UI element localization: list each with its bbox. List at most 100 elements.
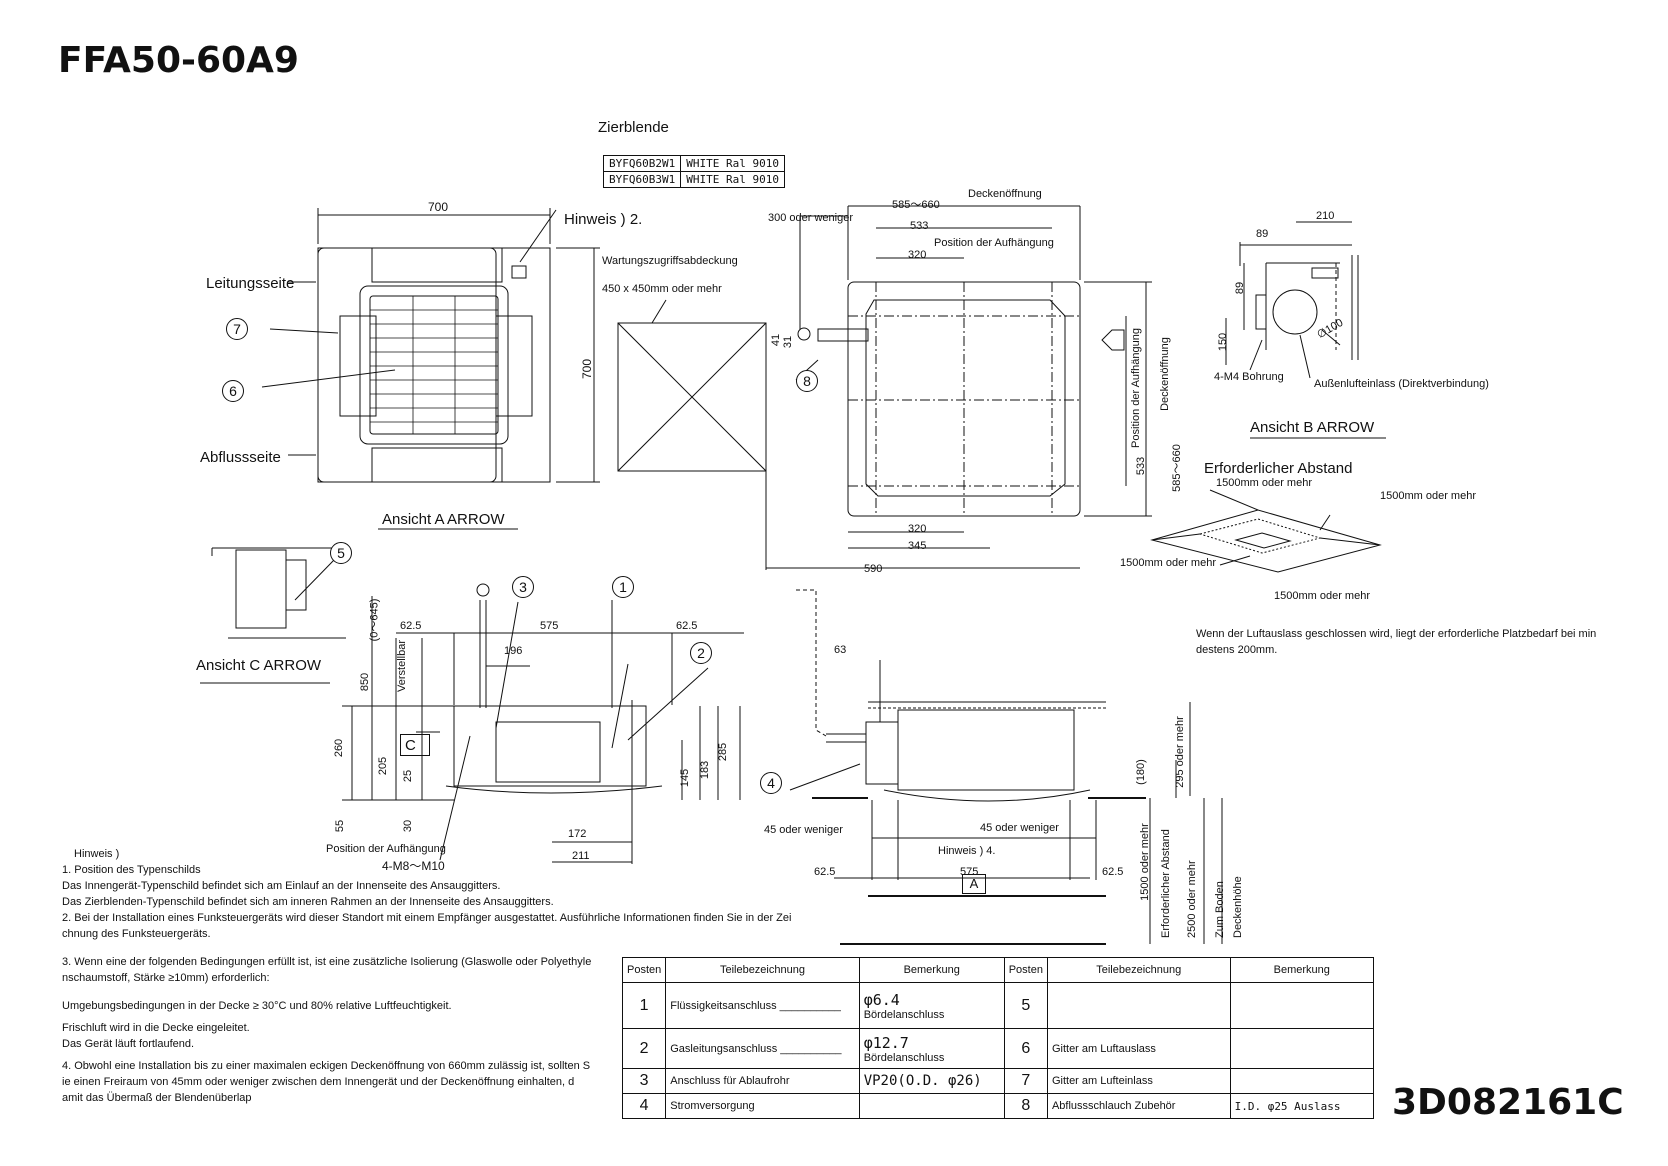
view-a-caption: Ansicht A ARROW xyxy=(382,511,505,528)
table-row: 3 Anschluss für Ablaufrohr VP20(O.D. φ26… xyxy=(621,1068,1375,1094)
document-number: 3D082161C xyxy=(1392,1082,1624,1123)
cell: Anschluss für Ablaufrohr xyxy=(665,1068,860,1094)
dim-320b: 320 xyxy=(908,523,927,535)
cell: Abflussschlauch Zubehör xyxy=(1046,1093,1231,1119)
cell: 5 xyxy=(1003,982,1048,1029)
dim-585-660: 585～660 xyxy=(892,199,940,211)
callout-7: 7 xyxy=(226,318,248,340)
dim-89a: 89 xyxy=(1256,228,1269,240)
dim-180: (180) xyxy=(1134,759,1147,785)
callout-1: 1 xyxy=(612,576,634,598)
cell: 7 xyxy=(1003,1068,1048,1094)
dim-575: 575 xyxy=(540,620,559,632)
col-header: Bemerkung xyxy=(858,957,1005,983)
v-deckenoffnung: Deckenöffnung xyxy=(1158,337,1171,411)
abstand-m2: 1500mm oder mehr xyxy=(1380,490,1476,502)
side-view xyxy=(789,589,1223,945)
callout-8: 8 xyxy=(796,370,818,392)
col-header: Posten xyxy=(1003,957,1048,983)
dim-285: 285 xyxy=(717,742,730,762)
callout-4: 4 xyxy=(760,772,782,794)
dim-260: 260 xyxy=(333,738,346,758)
dim-172: 172 xyxy=(568,828,587,840)
side-dim-575: 575 xyxy=(960,866,979,878)
bohrung-label: 4-M4 Bohrung xyxy=(1214,371,1284,383)
dim-205: 205 xyxy=(377,756,390,776)
remark-sub: Bördelanschluss xyxy=(863,1051,945,1064)
service-cover xyxy=(617,299,767,472)
note-line: Das Gerät läuft fortlaufend. xyxy=(62,1038,195,1050)
col-header: Bemerkung xyxy=(1229,957,1375,983)
aufhaengung-label: Position der Aufhängung xyxy=(934,237,1054,249)
remark-main: φ12.7 xyxy=(863,1033,909,1052)
dim-30: 30 xyxy=(402,819,415,833)
note-line: 2. Bei der Installation eines Funksteuer… xyxy=(62,912,792,924)
dim-300: 300 oder weniger xyxy=(768,212,854,224)
notes: Hinweis ) 1. Position des Typenschilds D… xyxy=(62,846,792,1106)
note-line: 3. Wenn eine der folgenden Bedingungen e… xyxy=(62,956,592,968)
cell xyxy=(1229,1068,1375,1094)
cell: Gasleitungsanschluss __________ xyxy=(665,1028,860,1069)
service-label-1: Wartungszugriffsabdeckung xyxy=(602,255,738,267)
abflussseite-label: Abflussseite xyxy=(200,449,281,466)
verstellbar-label: Verstellbar xyxy=(395,640,408,692)
zb-code-2: BYFQ60B3W1 xyxy=(602,171,682,188)
col-header: Posten xyxy=(621,957,667,983)
dim-2500: 2500 oder mehr xyxy=(1186,860,1198,938)
dim-196: 196 xyxy=(504,645,523,657)
callout-5: 5 xyxy=(330,542,352,564)
remark-sub: Bördelanschluss xyxy=(863,1008,945,1021)
aussen-label: Außenlufteinlass (Direktverbindung) xyxy=(1314,378,1489,390)
cell xyxy=(1229,982,1375,1029)
service-label-2: 450 x 450mm oder mehr xyxy=(602,283,722,295)
cell: Flüssigkeitsanschluss __________ xyxy=(665,982,860,1029)
dim-31: 31 xyxy=(782,335,795,349)
note-line: chnung des Funksteuergeräts. xyxy=(62,928,211,940)
col-header: Teilebezeichnung xyxy=(1046,957,1231,983)
cell: 8 xyxy=(1003,1093,1048,1119)
zb-color-2: WHITE Ral 9010 xyxy=(680,171,785,188)
erf-abstand-label: Erforderlicher Abstand xyxy=(1160,829,1172,938)
cell xyxy=(858,1093,1005,1119)
cell: 6 xyxy=(1003,1028,1048,1069)
dim-63: 63 xyxy=(834,644,847,656)
dim-345: 345 xyxy=(908,540,927,552)
dim-210: 210 xyxy=(1316,210,1335,222)
dim-1500: 1500 oder mehr xyxy=(1138,823,1151,901)
zierblende-label: Zierblende xyxy=(598,119,669,136)
side-dim-62-5b: 62.5 xyxy=(1102,866,1124,878)
zum-boden-label: Zum Boden xyxy=(1214,881,1226,938)
dim-62-5b: 62.5 xyxy=(676,620,698,632)
cell: VP20(O.D. φ26) xyxy=(858,1068,1005,1094)
abstand-m4: 1500mm oder mehr xyxy=(1274,590,1370,602)
dim-55: 55 xyxy=(334,819,347,833)
abstand-m3: 1500mm oder mehr xyxy=(1120,557,1216,569)
cell: Gitter am Lufteinlass xyxy=(1046,1068,1231,1094)
note-line: Umgebungsbedingungen in der Decke ≥ 30°C… xyxy=(62,1000,452,1012)
v-dim-533: 533 xyxy=(1135,456,1148,476)
note-line: ie einen Freiraum von 45mm oder weniger … xyxy=(62,1076,575,1088)
callout-6: 6 xyxy=(222,380,244,402)
clearance-isometric xyxy=(1150,489,1382,573)
model-title: FFA50-60A9 xyxy=(58,40,299,81)
view-b xyxy=(1225,221,1386,439)
note-line: nschaumstoff, Stärke ≥10mm) erforderlich… xyxy=(62,972,270,984)
dim-850: 850 xyxy=(359,672,372,692)
dim-295: 295 oder mehr xyxy=(1173,716,1186,788)
dim-41: 41 xyxy=(770,333,783,347)
callout-3: 3 xyxy=(512,576,534,598)
dim-320: 320 xyxy=(908,249,927,261)
abstand-m1: 1500mm oder mehr xyxy=(1216,477,1312,489)
note-line: Frischluft wird in die Decke eingeleitet… xyxy=(62,1022,250,1034)
hinweis4-label: Hinweis ) 4. xyxy=(938,845,996,857)
deckenhoehe-label: Deckenhöhe xyxy=(1232,876,1244,938)
abstand-title: Erforderlicher Abstand xyxy=(1204,460,1353,477)
plan-view xyxy=(765,205,1152,570)
hinweis2-label: Hinweis ) 2. xyxy=(564,211,643,228)
arrow-a-icon: A xyxy=(962,874,986,894)
